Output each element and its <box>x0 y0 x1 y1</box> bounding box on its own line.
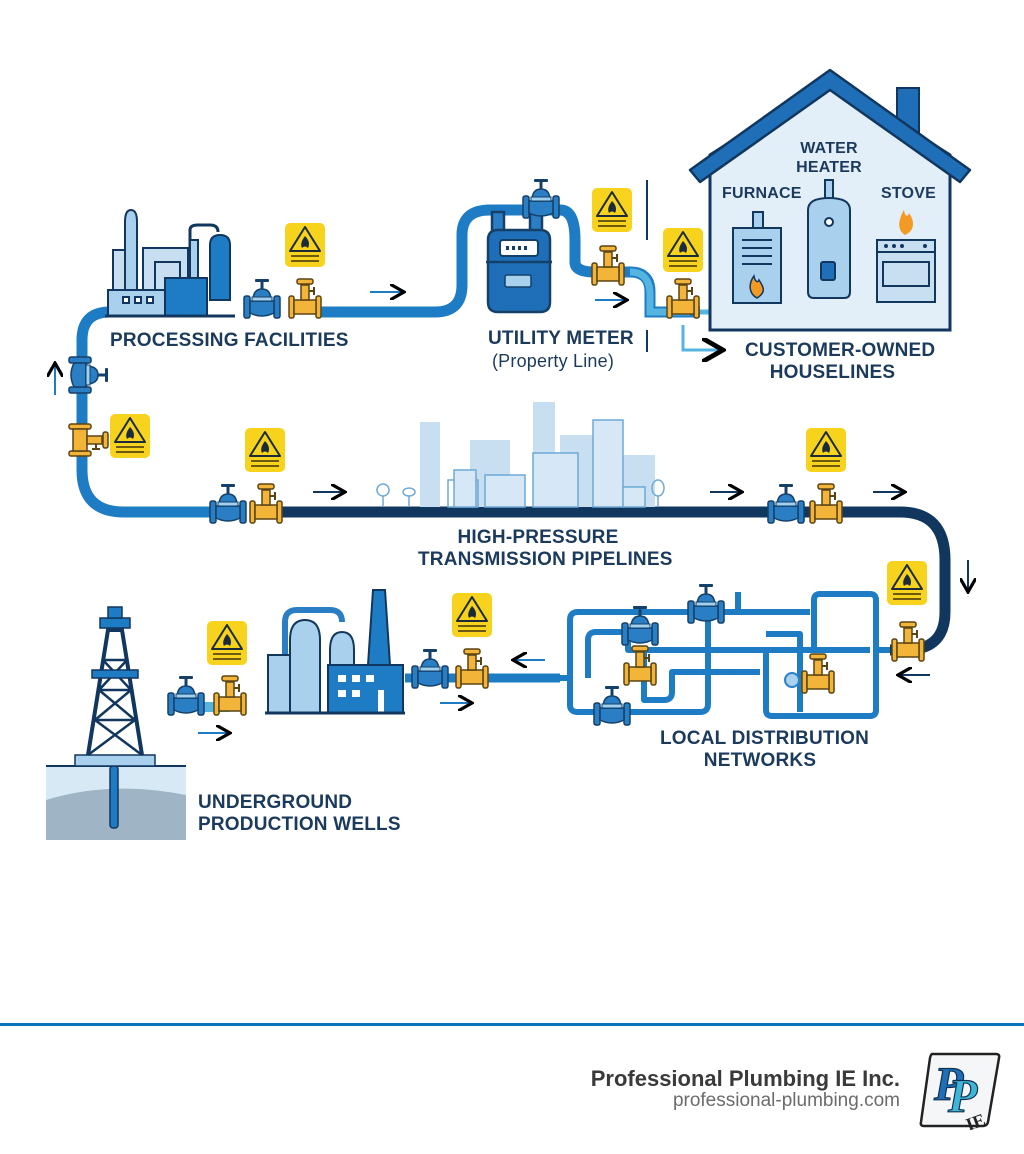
wells-line1: UNDERGROUND <box>198 792 353 813</box>
shutoff-valve-icon <box>891 621 925 662</box>
stove-label: STOVE <box>881 185 936 202</box>
transmission-pipelines-label: HIGH-PRESSURE TRANSMISSION PIPELINES <box>418 527 672 571</box>
gate-valve-icon <box>68 356 109 394</box>
warning-sign-icon <box>451 592 493 638</box>
gas-supply-diagram: PROCESSING FACILITIES UTILITY METER (Pro… <box>46 68 1024 840</box>
production-wells-label: UNDERGROUND PRODUCTION WELLS <box>198 792 401 836</box>
houselines-line2: HOUSELINES <box>769 362 896 383</box>
utility-meter-label: UTILITY METER (Property Line) <box>488 328 634 372</box>
wells-line2: PRODUCTION WELLS <box>198 814 401 835</box>
water-heater-line2: HEATER <box>796 159 862 176</box>
furnace-label: FURNACE <box>722 185 802 202</box>
shutoff-valve-icon <box>249 483 283 524</box>
company-name: Professional Plumbing IE Inc. <box>590 1066 900 1091</box>
gate-valve-icon <box>593 685 631 726</box>
warning-sign-icon <box>805 427 847 473</box>
gate-valve-icon <box>687 583 725 624</box>
distribution-line2: NETWORKS <box>703 750 817 771</box>
utility-meter-title: UTILITY METER <box>488 328 634 349</box>
shutoff-valve-icon <box>68 423 109 457</box>
footer <box>0 1026 1024 1154</box>
customer-houselines-label: CUSTOMER-OWNED HOUSELINES <box>745 340 935 384</box>
gate-valve-icon <box>209 483 247 524</box>
stove-icon <box>876 210 936 303</box>
oil-derrick-icon <box>46 606 186 840</box>
company-website[interactable]: professional-plumbing.com <box>672 1090 900 1111</box>
gate-valve-icon <box>767 483 805 524</box>
gate-valve-icon <box>167 675 205 716</box>
warning-sign-icon <box>886 560 928 606</box>
flame-icon <box>899 210 914 235</box>
shutoff-valve-icon <box>801 653 835 694</box>
warning-sign-icon <box>591 187 633 233</box>
shutoff-valve-icon <box>809 483 843 524</box>
distribution-line1: LOCAL DISTRIBUTION <box>660 728 870 749</box>
company-logo: P P IE <box>918 1050 1002 1135</box>
water-heater-icon <box>807 179 851 299</box>
local-distribution-label: LOCAL DISTRIBUTION NETWORKS <box>660 728 869 772</box>
gas-meter-icon <box>486 210 552 314</box>
gate-valve-icon <box>243 278 281 319</box>
warning-sign-icon <box>662 227 704 273</box>
shutoff-valve-icon <box>213 675 247 716</box>
warning-sign-icon <box>206 620 248 666</box>
footer-divider <box>0 1023 1024 1026</box>
distribution-network <box>555 591 890 719</box>
houselines-line1: CUSTOMER-OWNED <box>745 340 936 361</box>
city-skyline-icon <box>376 402 665 508</box>
factory-icon <box>105 208 235 318</box>
warning-sign-icon <box>109 413 151 459</box>
warning-sign-icon <box>244 427 286 473</box>
transmission-line1: HIGH-PRESSURE <box>457 527 619 548</box>
shutoff-valve-icon <box>666 278 700 319</box>
shutoff-valve-icon <box>455 648 489 689</box>
shutoff-valve-icon <box>591 245 625 286</box>
gate-valve-icon <box>411 648 449 689</box>
gate-valve-icon <box>522 178 560 219</box>
warning-sign-icon <box>284 222 326 268</box>
logo-p1: P <box>933 1058 964 1111</box>
processing-plant-icon <box>265 589 405 715</box>
water-heater-line1: WATER <box>800 140 858 157</box>
processing-facilities-label: PROCESSING FACILITIES <box>110 330 349 351</box>
transmission-line2: TRANSMISSION PIPELINES <box>418 549 673 570</box>
utility-meter-sublabel: (Property Line) <box>491 351 615 371</box>
flow-arrows <box>55 292 968 733</box>
water-heater-label: WATER HEATER <box>795 139 863 177</box>
logo-p2: P <box>947 1070 978 1123</box>
shutoff-valve-icon <box>288 278 322 319</box>
furnace-icon <box>732 211 782 304</box>
regulator-icon <box>784 672 800 688</box>
